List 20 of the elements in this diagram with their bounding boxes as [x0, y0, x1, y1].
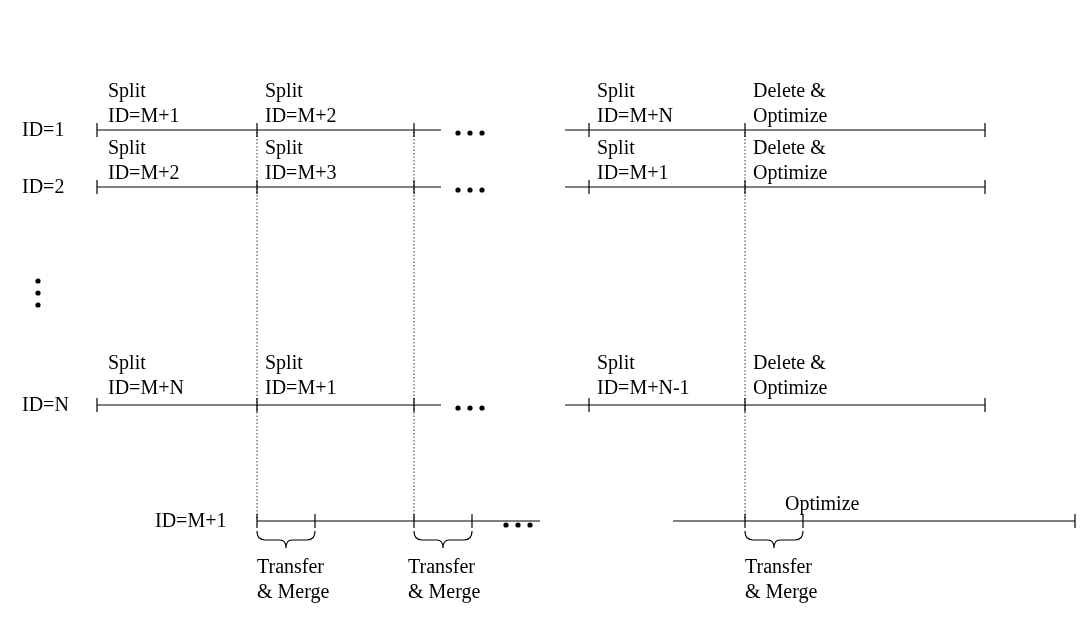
step-label: Split ID=M+2: [108, 135, 181, 185]
step-label: Split ID=M+2: [265, 78, 338, 128]
phase-label: Transfer & Merge: [408, 554, 482, 604]
row-id-label: ID=M+1: [155, 508, 227, 533]
step-label: Delete & Optimize: [753, 350, 829, 400]
step-label: Split ID=M+N: [108, 350, 185, 400]
step-label: Split ID=M+1: [597, 135, 670, 185]
step-label: Split ID=M+1: [108, 78, 181, 128]
phase-label: Transfer & Merge: [257, 554, 331, 604]
step-label: Split ID=M+1: [265, 350, 338, 400]
step-label: Delete & Optimize: [753, 78, 829, 128]
step-label: Split ID=M+N-1: [597, 350, 691, 400]
row-id-label: ID=2: [22, 174, 65, 199]
row-id-label: ID=1: [22, 117, 65, 142]
phase-label: Transfer & Merge: [745, 554, 819, 604]
step-label: Split ID=M+N: [597, 78, 674, 128]
step-label: Split ID=M+3: [265, 135, 338, 185]
phase-label: Optimize: [785, 491, 860, 516]
row-id-label: ID=N: [22, 392, 69, 417]
step-label: Delete & Optimize: [753, 135, 829, 185]
